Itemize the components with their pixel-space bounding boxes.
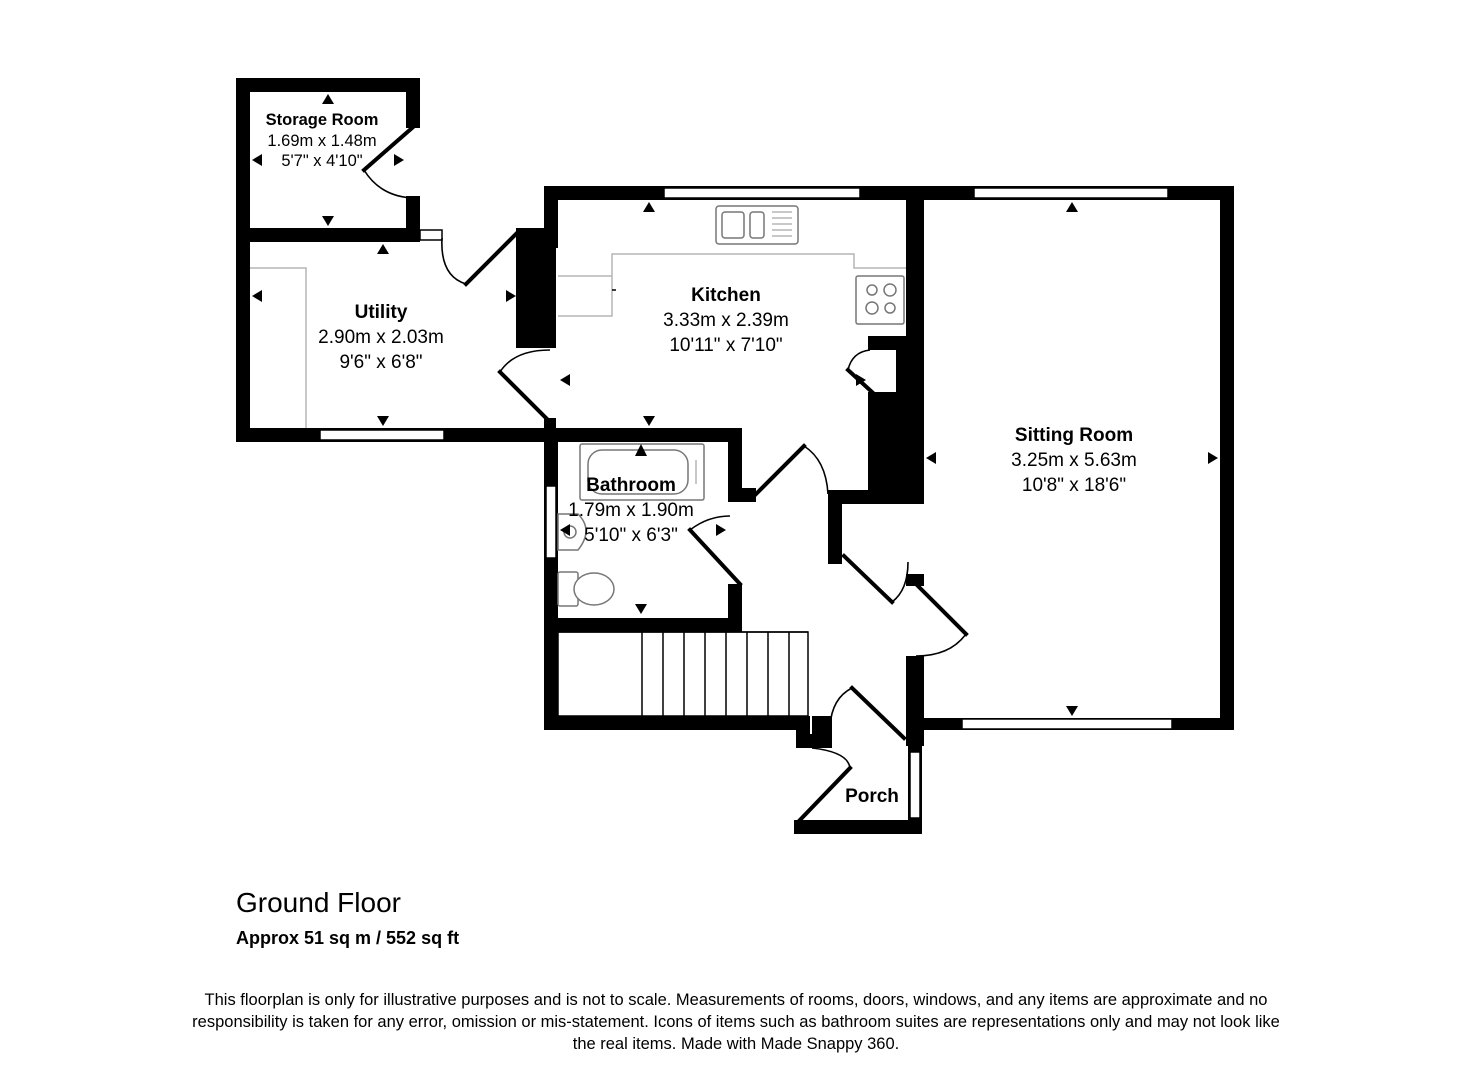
- room-metric: 2.90m x 2.03m: [318, 327, 444, 348]
- stairs-icon: [557, 631, 809, 717]
- room-imperial: 9'6" x 6'8": [339, 352, 422, 373]
- floor-area: Approx 51 sq m / 552 sq ft: [236, 928, 460, 948]
- room-name: Porch: [845, 786, 899, 807]
- room-metric: 3.33m x 2.39m: [663, 310, 789, 331]
- room-name: Kitchen: [691, 285, 761, 306]
- windows: [319, 187, 1173, 819]
- basin-icon: [557, 513, 587, 551]
- doors: [361, 125, 969, 825]
- sink-icon: [715, 205, 799, 245]
- room-name: Storage Room: [266, 111, 379, 129]
- room-metric: 1.79m x 1.90m: [568, 500, 694, 521]
- floor-title: Ground Floor: [236, 887, 401, 918]
- toilet-icon: [557, 571, 615, 607]
- room-storage: Storage Room 1.69m x 1.48m 5'7" x 4'10": [266, 111, 379, 170]
- fixtures: [250, 205, 906, 717]
- hob-icon: [855, 275, 905, 325]
- room-metric: 3.25m x 5.63m: [1011, 450, 1137, 471]
- room-sitting: Sitting Room 3.25m x 5.63m 10'8" x 18'6": [1011, 425, 1137, 496]
- room-name: Utility: [355, 302, 408, 323]
- room-metric: 1.69m x 1.48m: [267, 132, 376, 150]
- room-porch: Porch: [845, 786, 899, 807]
- room-imperial: 5'7" x 4'10": [281, 152, 362, 170]
- floorplan-drawing: Storage Room 1.69m x 1.48m 5'7" x 4'10" …: [236, 78, 1234, 834]
- room-imperial: 10'11" x 7'10": [669, 335, 782, 356]
- dimension-arrows: [252, 94, 1218, 716]
- room-kitchen: Kitchen 3.33m x 2.39m 10'11" x 7'10": [663, 285, 789, 356]
- walls: [236, 78, 1234, 834]
- room-imperial: 5'10" x 6'3": [584, 525, 678, 546]
- room-name: Bathroom: [586, 475, 676, 496]
- room-bathroom: Bathroom 1.79m x 1.90m 5'10" x 6'3": [568, 475, 694, 546]
- room-utility: Utility 2.90m x 2.03m 9'6" x 6'8": [318, 302, 444, 373]
- room-imperial: 10'8" x 18'6": [1022, 475, 1126, 496]
- room-name: Sitting Room: [1015, 425, 1133, 446]
- disclaimer-text: This floorplan is only for illustrative …: [192, 991, 1280, 1053]
